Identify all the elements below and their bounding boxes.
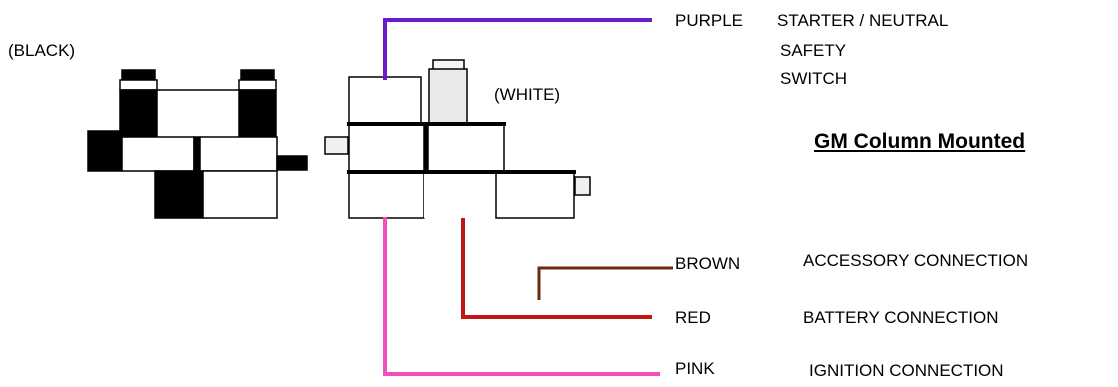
purple-wire-desc-line3: SWITCH — [780, 69, 848, 88]
black-terminal-left-top — [119, 79, 158, 91]
pink-wire-desc: IGNITION CONNECTION — [809, 361, 1004, 380]
red-wire-color-label: RED — [675, 308, 711, 327]
black-terminal-left-body — [119, 89, 158, 139]
black-connector-label: (BLACK) — [8, 41, 76, 60]
black-divider — [193, 136, 201, 172]
black-terminal-left-cap — [121, 69, 156, 81]
brown-wire-color-label: BROWN — [675, 254, 741, 273]
white-cell-mid-left — [348, 123, 425, 173]
white-top-terminal — [428, 68, 468, 125]
pink-wire — [383, 217, 660, 376]
black-terminal-right-body — [238, 89, 277, 139]
black-housing-mid-right — [199, 136, 278, 172]
white-cell-mid-right — [427, 123, 505, 173]
white-connector — [324, 59, 591, 219]
diagram-title: GM Column Mounted — [814, 130, 1026, 153]
red-wire — [461, 172, 652, 319]
white-cell-bottom-mid — [424, 172, 493, 218]
black-housing-mid-left — [121, 136, 195, 172]
pink-wire-color-label: PINK — [675, 359, 715, 378]
black-terminal-right-cap — [240, 69, 275, 81]
black-housing-top — [156, 89, 240, 139]
purple-wire-desc-line2: SAFETY — [780, 41, 847, 60]
black-bottom-tab — [154, 170, 204, 219]
white-right-pin — [574, 176, 591, 196]
black-housing-bottom — [202, 170, 278, 219]
brown-wire — [537, 266, 673, 300]
black-side-tab — [87, 130, 123, 172]
black-right-pin — [276, 155, 308, 171]
white-cell-top-left — [348, 76, 422, 125]
brown-wire-desc: ACCESSORY CONNECTION — [803, 251, 1029, 270]
red-wire-desc: BATTERY CONNECTION — [803, 308, 999, 327]
purple-wire — [383, 18, 652, 80]
black-connector — [87, 69, 308, 219]
black-terminal-right-top — [238, 79, 277, 91]
white-connector-label: (WHITE) — [494, 85, 561, 104]
purple-wire-desc-line1: STARTER / NEUTRAL — [777, 11, 949, 30]
white-left-pin — [324, 136, 349, 155]
purple-wire-color-label: PURPLE — [675, 11, 744, 30]
white-cell-bottom-left — [348, 171, 425, 219]
white-cell-bottom-right — [495, 171, 575, 219]
